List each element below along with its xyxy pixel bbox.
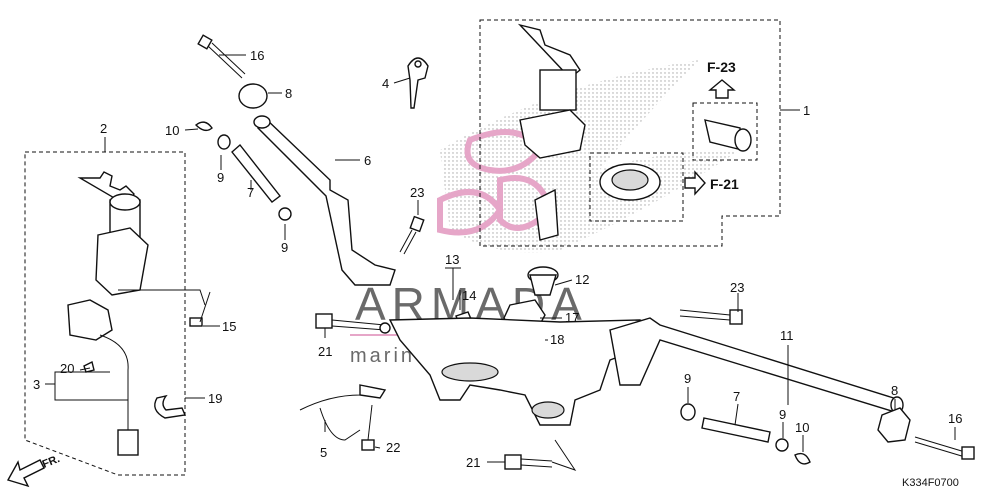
callout-8-right: 8 — [891, 383, 898, 398]
callout-5: 5 — [320, 445, 327, 460]
handlebar-part-6 — [253, 115, 396, 286]
callout-9-top-left: 9 — [217, 170, 224, 185]
bolt-part-16-top — [197, 34, 246, 79]
bracket-part-5 — [299, 389, 371, 441]
callout-9-top-right: 9 — [281, 240, 288, 255]
cap-part-12 — [527, 266, 559, 296]
collar-part-9-right — [680, 403, 696, 421]
callout-17: 17 — [565, 310, 579, 325]
callout-8-top: 8 — [285, 86, 292, 101]
bolt-part-23-right — [679, 309, 743, 325]
pin-part-7-right — [701, 417, 771, 443]
callout-1: 1 — [803, 103, 810, 118]
clip-part-10-top — [194, 121, 213, 132]
callout-13: 13 — [445, 252, 459, 267]
arrow-up-f23 — [708, 79, 736, 99]
grip-end-part-8-right — [877, 407, 911, 443]
ref-label-f21: F-21 — [710, 176, 739, 192]
main-switch-part-1 — [517, 23, 586, 241]
callout-23-right: 23 — [730, 280, 744, 295]
grip-end-part-8-top — [238, 83, 268, 109]
callout-18: 18 — [550, 332, 564, 347]
callout-11: 11 — [780, 328, 794, 343]
front-direction-arrow: FR. — [6, 453, 62, 488]
callout-15: 15 — [222, 319, 236, 334]
callout-23-mid: 23 — [410, 185, 424, 200]
pin-part-7-top — [231, 143, 281, 203]
ref-label-f23: F-23 — [707, 59, 736, 75]
screw-part-15 — [189, 291, 211, 327]
group-box-f23 — [692, 102, 758, 161]
bolt-part-23-mid — [399, 215, 425, 255]
nut-part-9-right — [775, 438, 789, 452]
callout-2: 2 — [100, 121, 107, 136]
callout-22: 22 — [386, 440, 400, 455]
callout-7-top: 7 — [247, 185, 254, 200]
callout-10-right: 10 — [795, 420, 809, 435]
diagram-code: K334F0700 — [902, 477, 959, 489]
harness-part-3 — [67, 299, 139, 456]
callout-6: 6 — [364, 153, 371, 168]
callout-20: 20 — [60, 361, 74, 376]
bracket-tab-part-5 — [359, 384, 387, 399]
arrow-right-f21 — [684, 170, 706, 196]
callout-21-left: 21 — [318, 344, 332, 359]
clamp-part-19 — [154, 394, 187, 419]
callout-7-right: 7 — [733, 389, 740, 404]
bolt-part-21-bottom — [504, 454, 553, 470]
callout-21-bottom: 21 — [466, 455, 480, 470]
clip-part-10-right — [794, 452, 811, 465]
top-bridge — [388, 317, 662, 426]
callout-16-right: 16 — [948, 411, 962, 426]
leader-lines — [45, 54, 956, 471]
bolt-part-22 — [361, 404, 375, 451]
direction-label: FR. — [41, 453, 62, 471]
key-part-4 — [407, 57, 429, 109]
bolt-part-21-left — [315, 313, 391, 334]
cap-f21 — [599, 163, 661, 201]
callout-14: 14 — [462, 288, 476, 303]
callout-16-top: 16 — [250, 48, 264, 63]
cylinder-f23 — [704, 119, 752, 152]
collar-part-9-top — [217, 134, 231, 150]
nut-part-9-top — [278, 207, 292, 221]
group-box-2 — [24, 151, 186, 476]
callout-10-top: 10 — [165, 123, 179, 138]
callout-9-right-b: 9 — [779, 407, 786, 422]
handlebar-part-11 — [609, 317, 904, 414]
callouts: 16 8 6 4 10 9 7 9 2 1 15 3 20 19 23 13 1… — [33, 48, 962, 470]
callout-4: 4 — [382, 76, 389, 91]
callout-19: 19 — [208, 391, 222, 406]
callout-3: 3 — [33, 377, 40, 392]
group-box-f21 — [589, 152, 684, 222]
bolt-part-16-right — [914, 436, 975, 460]
group-box-1 — [479, 19, 781, 247]
callout-12: 12 — [575, 272, 589, 287]
callout-9-right-a: 9 — [684, 371, 691, 386]
ignition-switch-part-2 — [77, 171, 149, 296]
screw-part-20 — [83, 360, 95, 373]
